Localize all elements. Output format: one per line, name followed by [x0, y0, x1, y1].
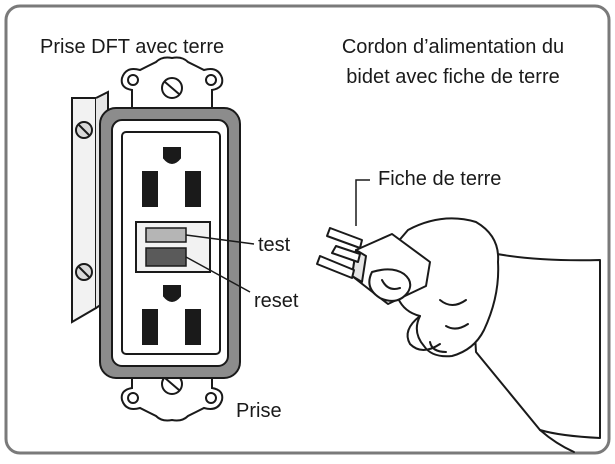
plug-label: Fiche de terre [378, 168, 502, 190]
hand-with-plug [316, 217, 601, 453]
reset-leader-line [185, 256, 251, 293]
strap-hole-top-left [127, 74, 139, 86]
reset-label: reset [254, 290, 299, 312]
ground-hole-upper [163, 147, 181, 164]
cuff [539, 429, 575, 453]
outlet-label: Prise [236, 400, 282, 422]
prong-top [326, 227, 363, 249]
test-leader-line [185, 234, 255, 245]
prong-middle [331, 245, 361, 263]
slot-lower-left [142, 309, 158, 345]
plug-leader-line [355, 179, 370, 226]
forearm [469, 247, 601, 439]
test-label: test [258, 234, 291, 256]
gfci-receptacle [71, 56, 241, 422]
cord-title-line-2: bidet avec fiche de terre [346, 66, 560, 88]
finger-3 [429, 341, 447, 353]
strap-hole-top-right [205, 74, 217, 86]
test-button[interactable] [145, 227, 187, 243]
prong-ground [316, 255, 355, 279]
slot-upper-right [185, 171, 201, 207]
strap-hole-bottom-right [205, 392, 217, 404]
reset-button[interactable] [145, 247, 187, 267]
thumb [368, 268, 412, 302]
slot-lower-right [185, 309, 201, 345]
slot-upper-left [142, 171, 158, 207]
finger-2 [406, 315, 441, 351]
cord-title-line-1: Cordon d’alimentation du [341, 36, 565, 58]
gfci-title: Prise DFT avec terre [40, 36, 225, 58]
strap-hole-bottom-left [127, 392, 139, 404]
ground-hole-lower [163, 285, 181, 302]
